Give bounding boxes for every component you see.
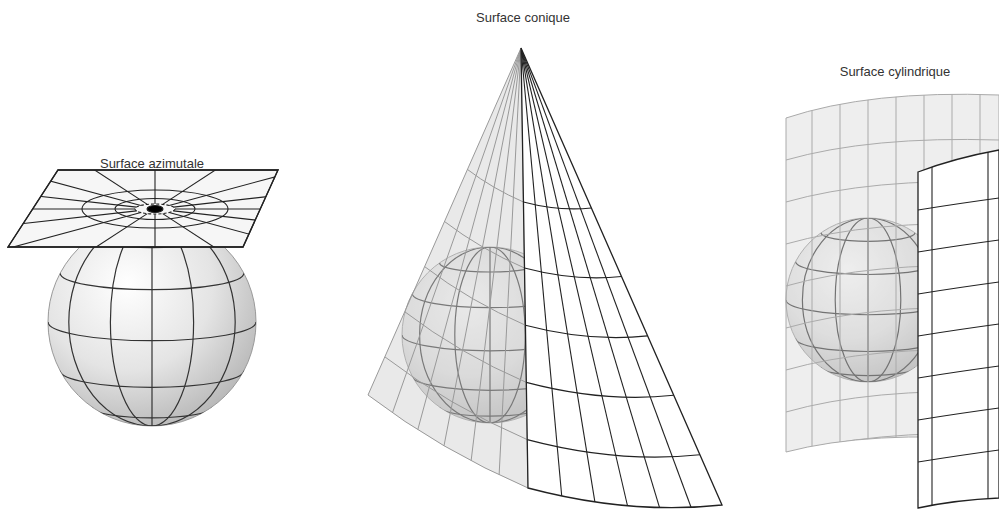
cylinder-front-grid: [918, 140, 999, 510]
cylinder-front-panel: [918, 150, 999, 508]
plane-grid: [0, 123, 475, 295]
surface-label: Surface conique: [476, 10, 570, 26]
cone-back-shell: [368, 48, 528, 488]
plane-border: [8, 170, 278, 247]
globe: [48, 218, 256, 426]
cone-back-grid: [385, 48, 527, 475]
surface-label: Surface cylindrique: [840, 64, 951, 80]
cone-front-grid: [521, 48, 700, 508]
surface-label: Surface azimutale: [100, 156, 204, 172]
cone-front-panel: [521, 48, 722, 508]
